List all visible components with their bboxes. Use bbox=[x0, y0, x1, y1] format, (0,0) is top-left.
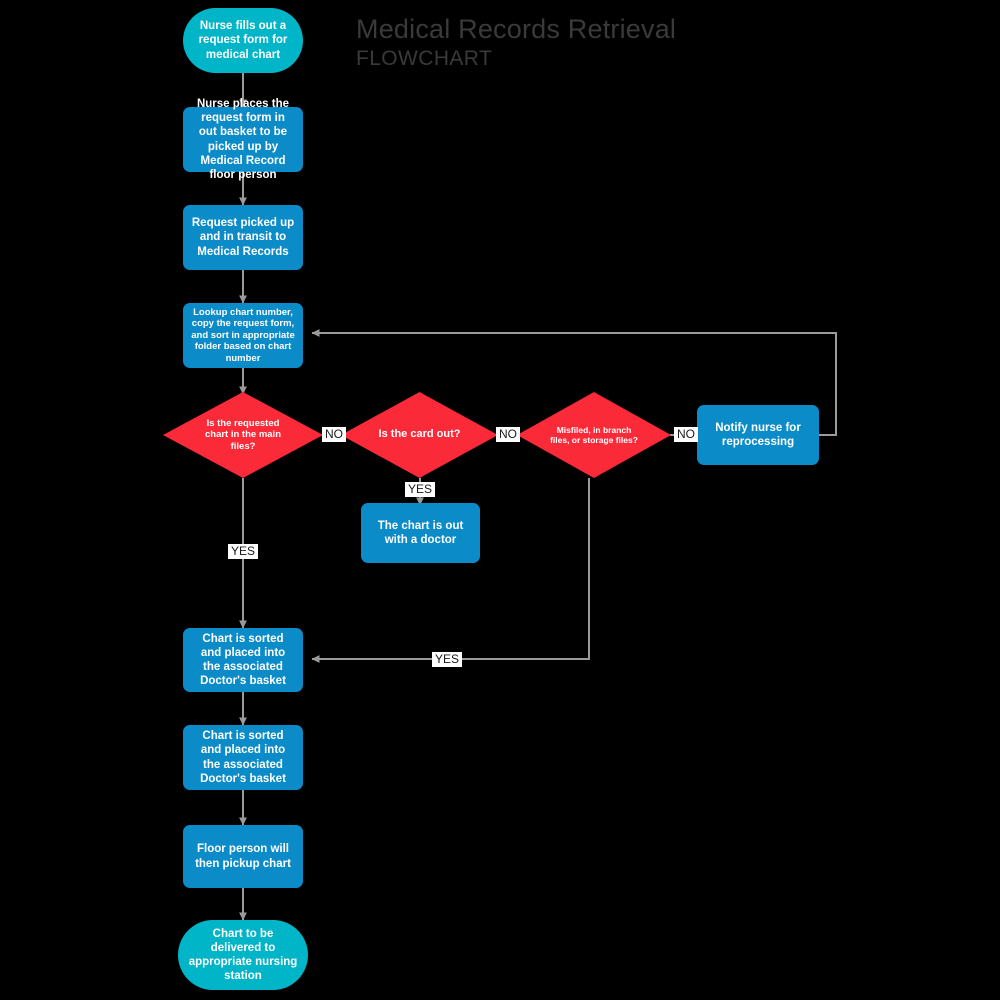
edge-label-no-1: NO bbox=[322, 427, 346, 443]
node-label: Chart is sorted and placed into the asso… bbox=[200, 632, 286, 688]
page-subtitle: FLOWCHART bbox=[356, 47, 493, 71]
node-label: Lookup chart number, copy the request fo… bbox=[191, 306, 295, 364]
node-chart-sorted-doctor-basket-2[interactable]: Chart is sorted and placed into the asso… bbox=[183, 725, 303, 790]
page-title: Medical Records Retrieval bbox=[356, 14, 677, 44]
node-nurse-places-request[interactable]: Nurse places the request form in out bas… bbox=[183, 98, 303, 181]
node-floor-person-pickup[interactable]: Floor person will then pickup chart bbox=[183, 825, 303, 888]
edge-label-no-2: NO bbox=[496, 427, 520, 443]
node-label: Chart is sorted and placed into the asso… bbox=[200, 730, 286, 785]
node-label: Is the requested chart in the main files… bbox=[204, 417, 281, 452]
decision-is-card-out[interactable]: Is the card out? bbox=[341, 392, 498, 478]
edge-label-yes-card-out: YES bbox=[405, 482, 436, 498]
node-end-chart-delivered[interactable]: Chart to be delivered to appropriate nur… bbox=[178, 920, 308, 990]
node-label: Misfiled, in branch files, or storage fi… bbox=[550, 424, 638, 445]
node-lookup-chart-number[interactable]: Lookup chart number, copy the request fo… bbox=[183, 303, 303, 368]
decision-chart-in-main-files[interactable]: Is the requested chart in the main files… bbox=[163, 392, 323, 478]
node-chart-sorted-doctor-basket-1[interactable]: Chart is sorted and placed into the asso… bbox=[183, 628, 303, 692]
node-label: Floor person will then pickup chart bbox=[195, 843, 291, 870]
node-notify-nurse-reprocessing[interactable]: Notify nurse for reprocessing bbox=[697, 405, 819, 465]
decision-misfiled-branch-storage[interactable]: Misfiled, in branch files, or storage fi… bbox=[517, 392, 671, 478]
node-chart-out-with-doctor[interactable]: The chart is out with a doctor bbox=[361, 503, 480, 563]
edge-label-yes-main-files: YES bbox=[228, 544, 259, 560]
node-start-nurse-request[interactable]: Nurse fills out a request form for medic… bbox=[183, 8, 303, 73]
node-label: Request picked up and in transit to Medi… bbox=[191, 217, 295, 258]
node-label: The chart is out with a doctor bbox=[377, 519, 464, 546]
node-label: Nurse places the request form in out bas… bbox=[196, 98, 290, 181]
edge-label-no-3: NO bbox=[674, 427, 698, 443]
node-label: Nurse fills out a request form for medic… bbox=[198, 20, 288, 61]
chart-title-block: Medical Records Retrieval FLOWCHART bbox=[356, 14, 676, 71]
node-request-in-transit[interactable]: Request picked up and in transit to Medi… bbox=[183, 205, 303, 270]
node-label: Notify nurse for reprocessing bbox=[715, 421, 801, 448]
node-label: Chart to be delivered to appropriate nur… bbox=[188, 927, 298, 983]
node-label: Is the card out? bbox=[378, 428, 461, 441]
edge-label-yes-misfiled: YES bbox=[432, 652, 463, 668]
